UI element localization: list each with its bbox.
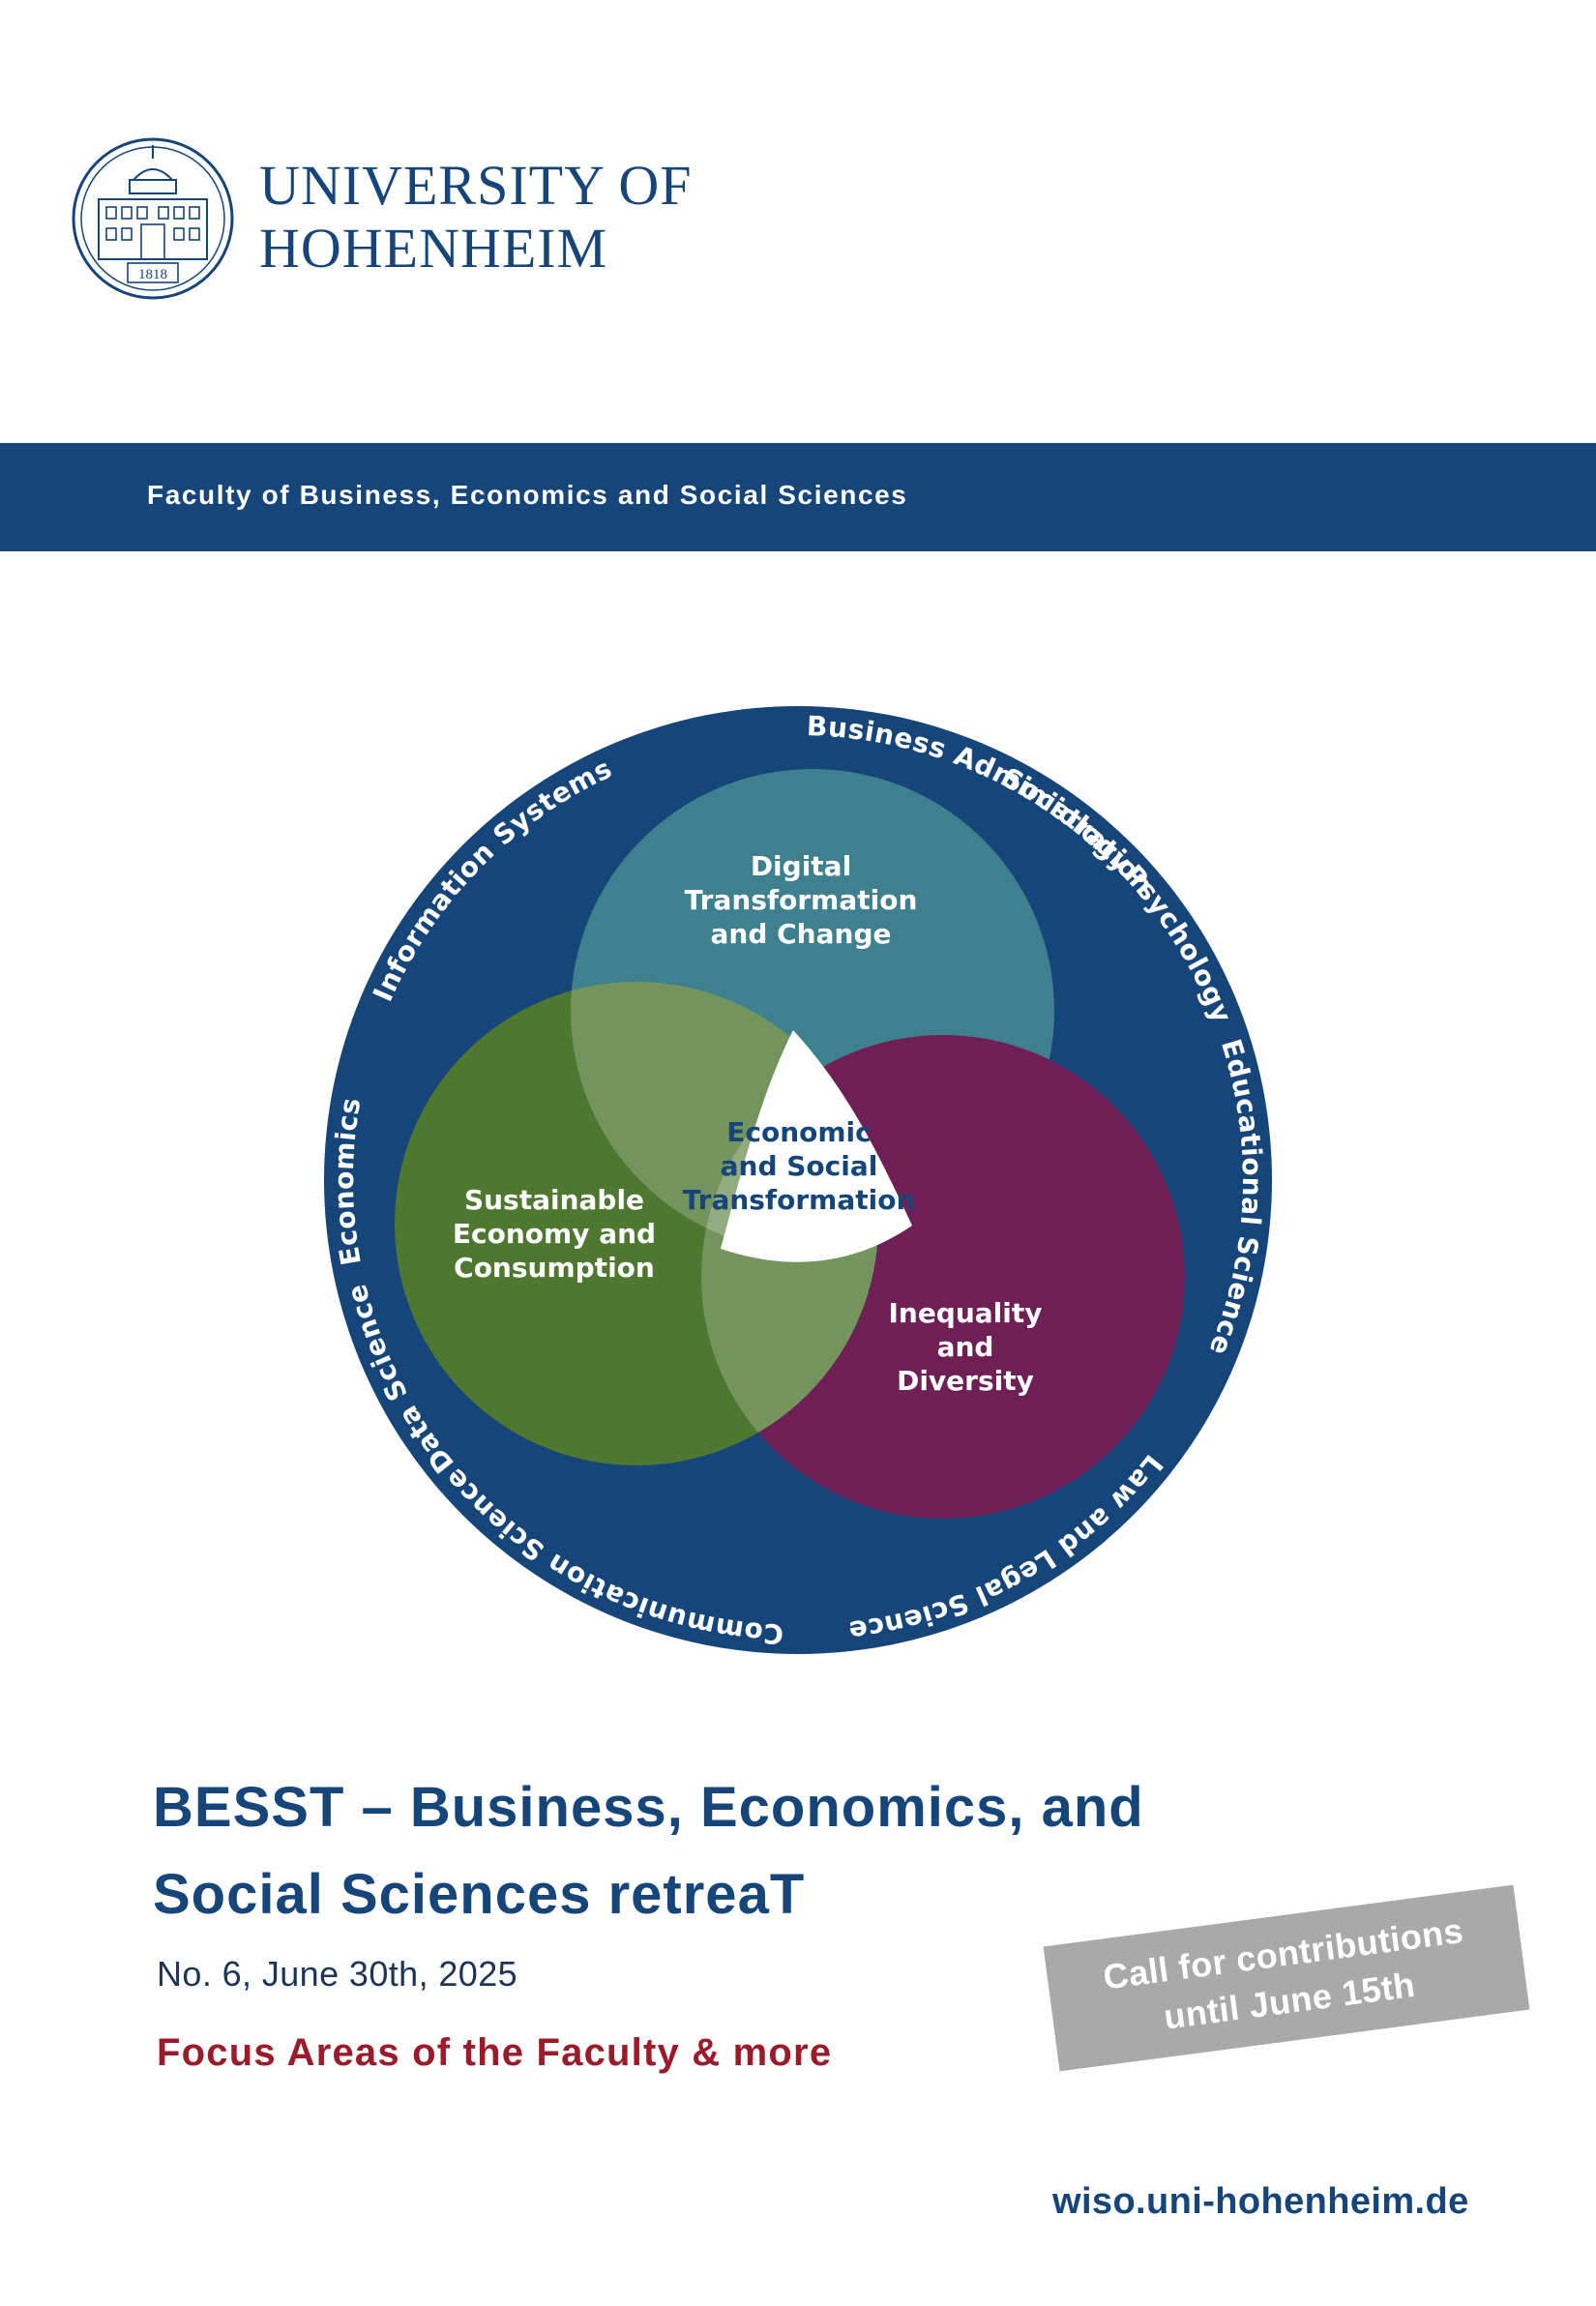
faculty-name: Faculty of Business, Economics and Socia…: [147, 480, 908, 510]
website-url: wiso.uni-hohenheim.de: [1052, 2181, 1469, 2222]
digital-label-line-3: and Change: [711, 918, 892, 950]
sustainable-label-line-3: Consumption: [454, 1252, 655, 1284]
event-title-line-2: Social Sciences retreaT: [153, 1863, 806, 1926]
inequality-label-line-3: Diversity: [897, 1365, 1034, 1397]
sustainable-label-line-2: Economy and: [453, 1218, 656, 1250]
inequality-label-line-2: and: [937, 1331, 994, 1363]
faculty-band: Faculty of Business, Economics and Socia…: [0, 443, 1596, 551]
university-seal-logo: 1818: [72, 137, 234, 300]
center-label-line-3: Transformation: [683, 1184, 916, 1216]
event-title-line-1: BESST – Business, Economics, and: [153, 1776, 1144, 1839]
sustainable-economy-circle: [395, 982, 878, 1465]
center-label-line-2: and Social: [721, 1150, 878, 1182]
focus-subtitle: Focus Areas of the Faculty & more: [157, 2031, 833, 2074]
inequality-label-line-1: Inequality: [888, 1297, 1042, 1329]
sustainable-label-line-1: Sustainable: [464, 1184, 644, 1216]
university-name-line-1: UNIVERSITY OF: [259, 154, 693, 217]
digital-label-line-1: Digital: [751, 850, 851, 882]
digital-label-line-2: Transformation: [685, 884, 918, 916]
focus-areas-diagram: Business Administration Sociology Psycho…: [324, 706, 1272, 1654]
call-for-contributions-stamp: Call for contributions until June 15th: [1043, 1884, 1530, 2072]
seal-year: 1818: [138, 267, 167, 282]
center-label-line-1: Economic: [726, 1116, 872, 1148]
issue-date: No. 6, June 30th, 2025: [157, 1954, 518, 1994]
center-region: [721, 1030, 912, 1262]
university-name-line-2: HOHENHEIM: [259, 217, 608, 280]
